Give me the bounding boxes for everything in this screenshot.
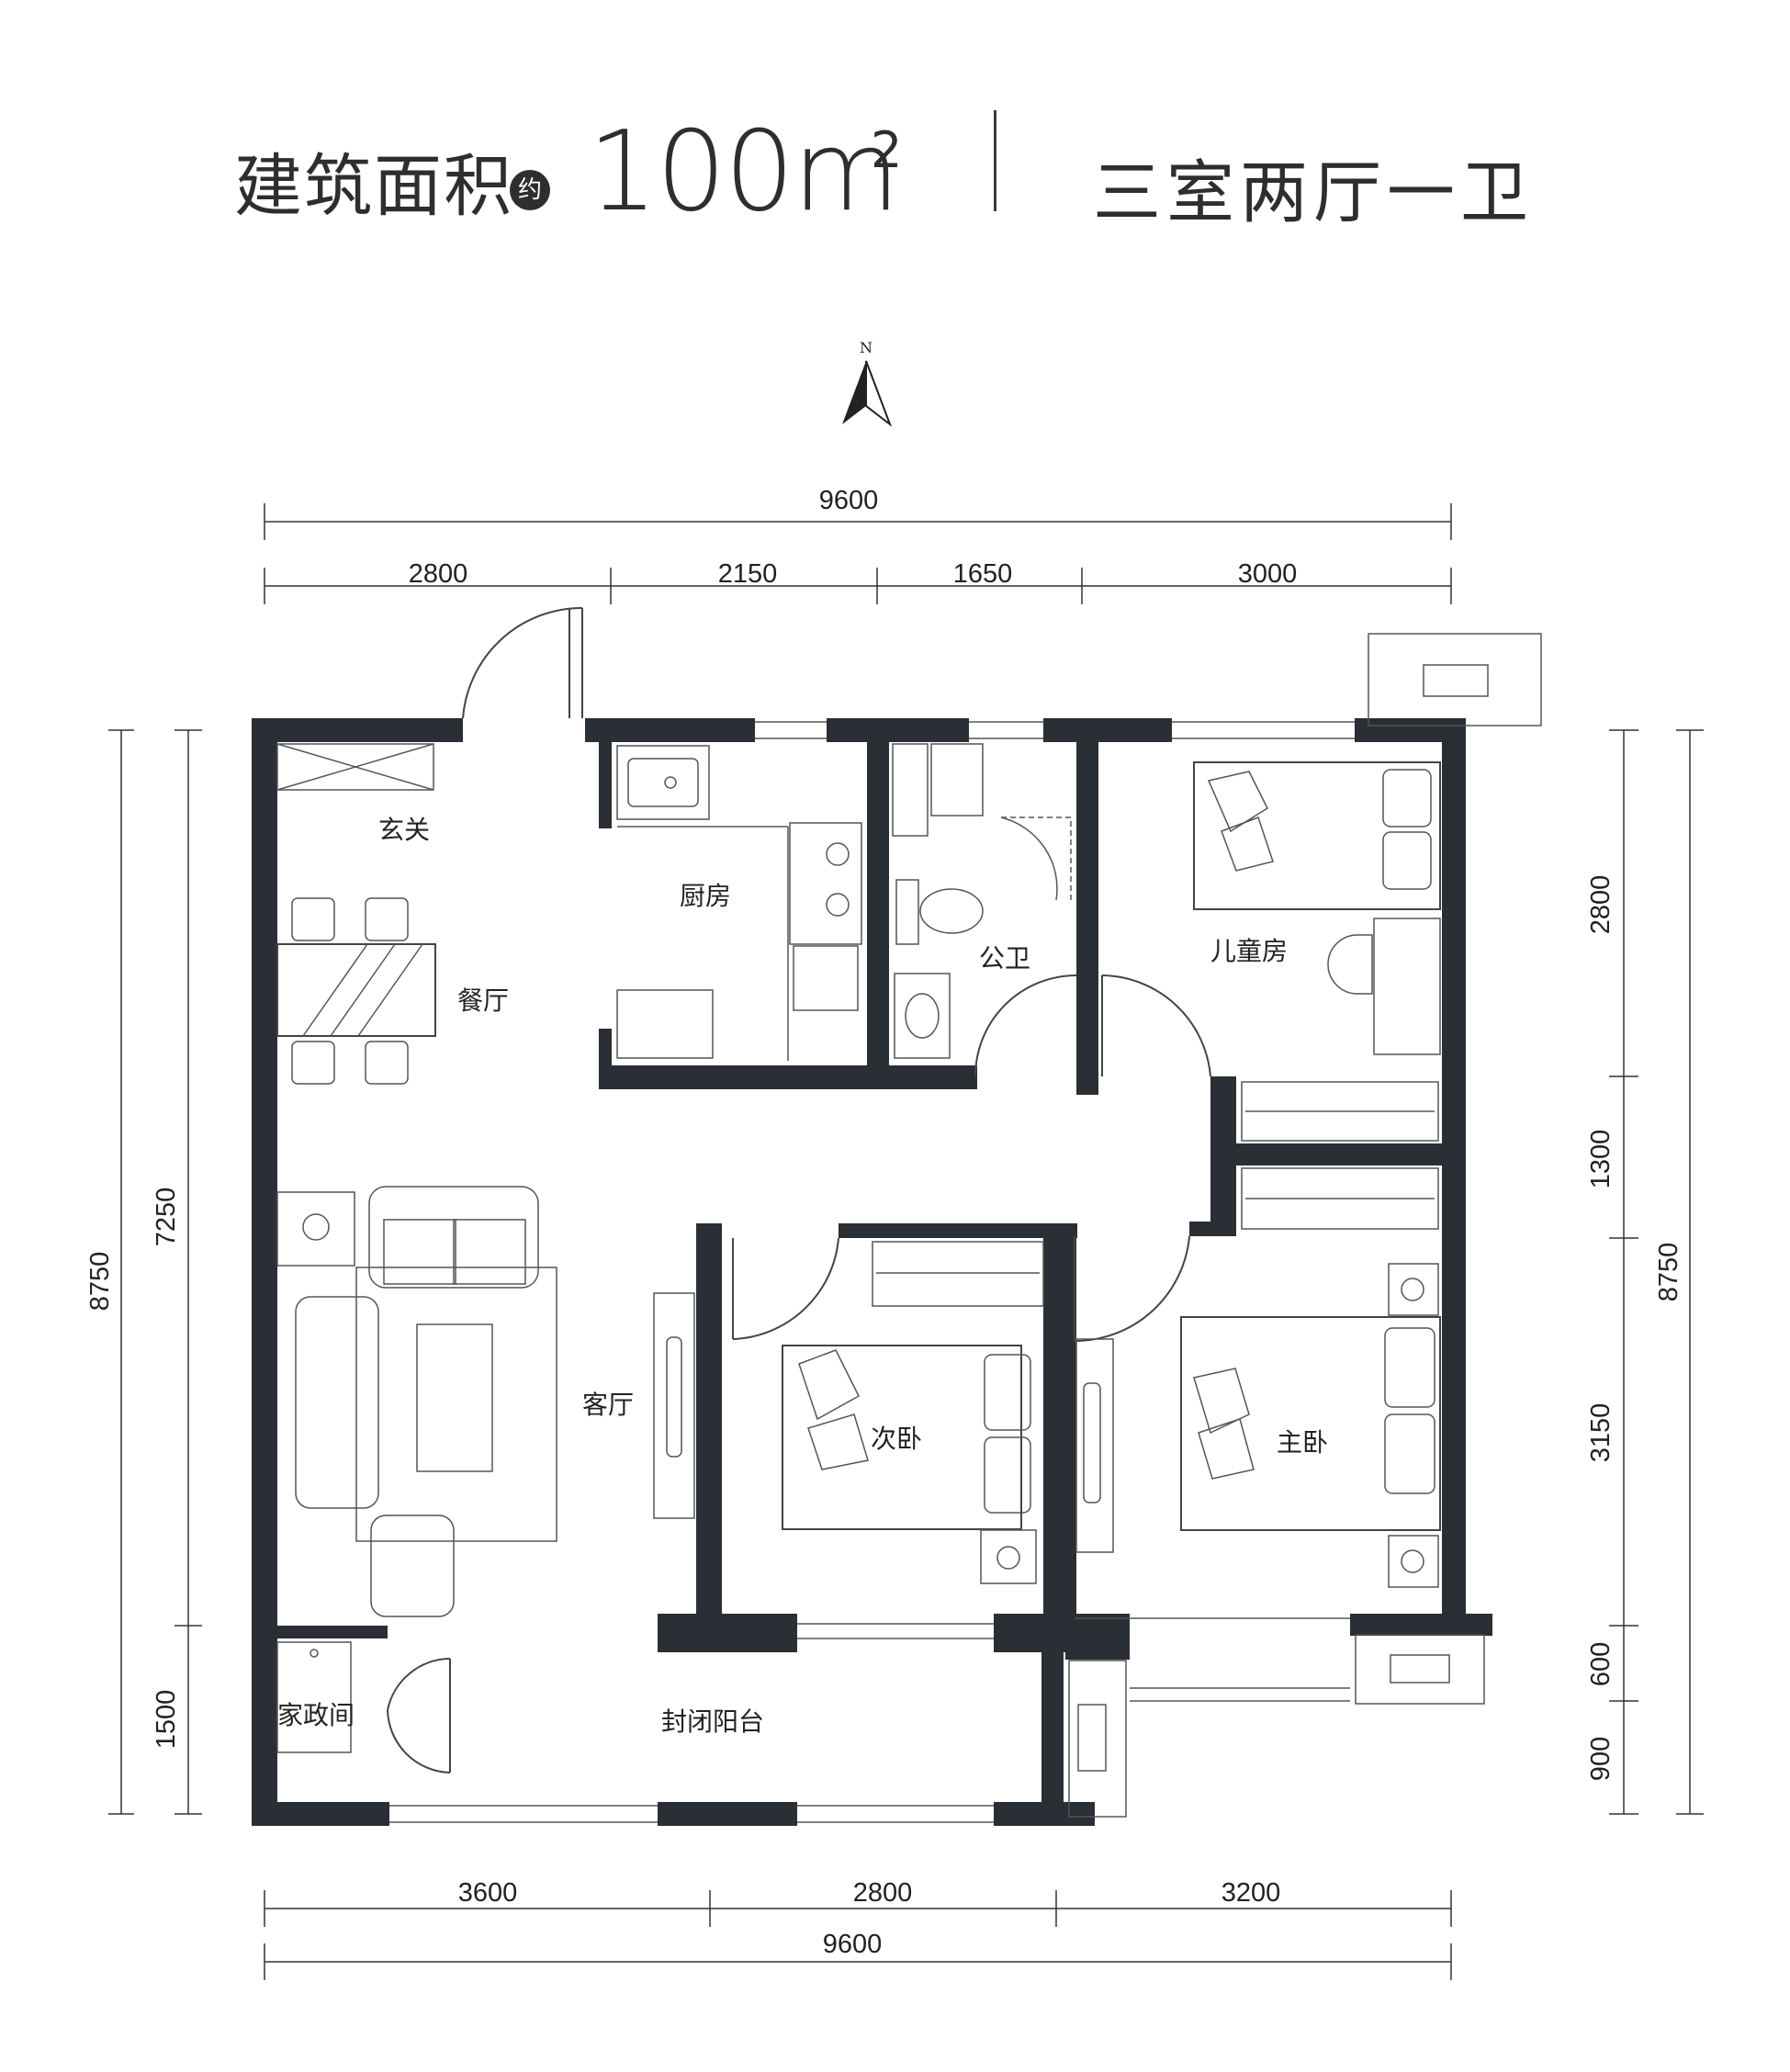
north-label: N <box>860 339 872 356</box>
label-living: 客厅 <box>582 1390 634 1420</box>
dim-left-outer: 8750 <box>85 1252 115 1312</box>
wardrobe-lower <box>1241 1167 1439 1230</box>
balcony-chair-icon <box>1368 633 1542 726</box>
area-label: 建筑面积 <box>234 147 513 226</box>
balcony-chair-icon-2 <box>1355 1634 1485 1705</box>
dim-top-seg-1: 2800 <box>409 559 468 589</box>
windows <box>389 721 1355 1823</box>
label-master-bedroom: 主卧 <box>1277 1427 1328 1458</box>
left-dimensions: 8750 7250 1500 <box>85 729 202 1815</box>
dim-right-outer: 8750 <box>1654 1243 1683 1302</box>
label-dining: 餐厅 <box>457 985 509 1016</box>
top-dimensions: 9600 2800 2150 1650 3000 <box>264 486 1452 604</box>
right-dimensions: 2800 1300 3150 600 900 8750 <box>1586 729 1704 1815</box>
balcony-fixture-icon <box>1068 1660 1127 1818</box>
dim-bottom-total: 9600 <box>823 1930 883 1959</box>
dim-left-lower: 1500 <box>152 1690 181 1750</box>
tv-cabinet-icon <box>653 1292 695 1519</box>
dim-top-seg-4: 3000 <box>1238 559 1298 589</box>
dim-top-total: 9600 <box>819 486 879 515</box>
north-arrow-icon: N <box>842 339 893 427</box>
label-bathroom: 公卫 <box>979 943 1030 974</box>
wardrobe-second <box>872 1241 1044 1307</box>
label-entrance: 玄关 <box>378 815 430 845</box>
layout-label: 三室两厅一卫 <box>1093 153 1534 232</box>
dim-right-seg-2: 1300 <box>1586 1130 1616 1189</box>
label-balcony: 封闭阳台 <box>661 1706 764 1737</box>
dim-right-seg-3: 3150 <box>1586 1403 1616 1463</box>
tv-cabinet-icon-2 <box>1075 1338 1114 1553</box>
area-unit-superscript: 2 <box>871 121 903 179</box>
room-labels: 玄关 厨房 公卫 儿童房 餐厅 客厅 次卧 主卧 家政间 封闭阳台 <box>277 815 1328 1737</box>
dim-top-seg-3: 1650 <box>953 559 1013 589</box>
label-kitchen: 厨房 <box>680 881 731 911</box>
washer-icon <box>276 1641 352 1753</box>
area-value: 100m <box>588 108 900 236</box>
dim-right-seg-4: 600 <box>1586 1642 1616 1686</box>
second-bed-icon <box>782 1345 1037 1584</box>
plan-header: 建筑面积 约 100m 2 三室两厅一卫 <box>0 0 1790 257</box>
dim-bottom-seg-3: 3200 <box>1221 1878 1281 1908</box>
header-divider <box>994 110 996 211</box>
bathroom-fixtures <box>892 743 1072 1059</box>
entrance-cabinet <box>276 743 434 791</box>
wardrobe-upper <box>1241 1081 1439 1142</box>
sofa-icon <box>276 1186 557 1617</box>
walls <box>252 718 1492 1826</box>
kids-desk-icon <box>1327 918 1441 1055</box>
kids-bed-icon <box>1193 761 1441 910</box>
dim-left-inner: 7250 <box>152 1188 181 1247</box>
master-bed-icon <box>1180 1263 1441 1588</box>
dim-right-seg-1: 2800 <box>1586 875 1616 935</box>
bottom-dimensions: 3600 2800 3200 9600 <box>264 1878 1452 1980</box>
label-utility: 家政间 <box>277 1700 355 1730</box>
dim-top-seg-2: 2150 <box>718 559 778 589</box>
dim-right-seg-5: 900 <box>1586 1737 1616 1781</box>
dim-bottom-seg-1: 3600 <box>458 1878 518 1908</box>
dim-bottom-seg-2: 2800 <box>853 1878 913 1908</box>
label-kids-room: 儿童房 <box>1210 936 1288 966</box>
kitchen-fixtures <box>616 745 862 1061</box>
approx-badge: 约 <box>510 170 550 210</box>
dining-table-icon <box>276 897 436 1085</box>
label-second-bedroom: 次卧 <box>871 1424 922 1454</box>
